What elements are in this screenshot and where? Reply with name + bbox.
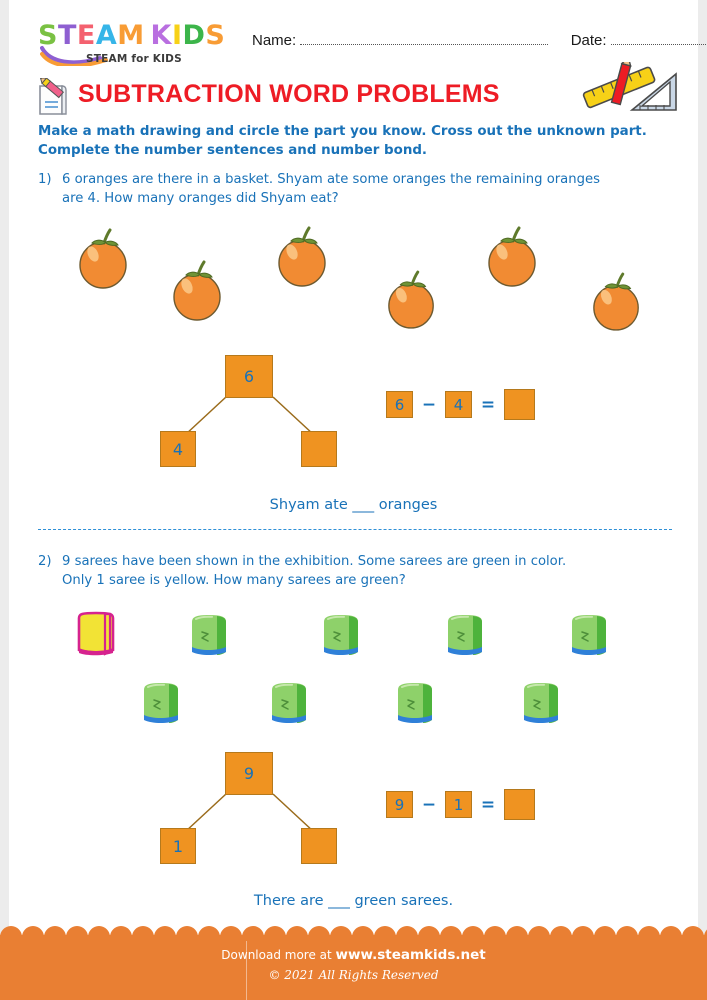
section-divider	[38, 529, 672, 530]
equation-2-minuend-box[interactable]: 9	[386, 791, 413, 818]
logo-letter-3: A	[95, 20, 118, 51]
bond-1-total-box[interactable]: 6	[225, 355, 273, 398]
date-input-line[interactable]	[610, 33, 706, 45]
title-row: SUBTRACTION WORD PROBLEMS	[30, 78, 680, 118]
logo-letter-7: I	[171, 20, 183, 51]
orange-fruit-icon	[170, 260, 226, 327]
logo-letter-8: D	[182, 20, 206, 51]
bond-2-known-part-box[interactable]: 1	[160, 828, 196, 864]
question-1-body: 6 oranges are there in a basket. Shyam a…	[62, 170, 692, 208]
equation-2: 9 − 1 =	[386, 789, 535, 820]
equation-1-answer-box[interactable]	[504, 389, 535, 420]
question-1-line-2: are 4. How many oranges did Shyam eat?	[62, 191, 339, 206]
saree-icon	[268, 678, 312, 733]
question-2-answer-line[interactable]: There are ___ green sarees.	[253, 893, 454, 909]
date-label: Date:	[570, 32, 607, 49]
instruction-line-2: Complete the number sentences and number…	[38, 143, 428, 158]
orange-fruit-icon	[76, 228, 132, 295]
bond-1-known-part-box[interactable]: 4	[160, 431, 196, 467]
page-header: STEAM KIDS STEAM for KIDS Name: Date:	[30, 22, 706, 70]
steam-kids-logo: STEAM KIDS STEAM for KIDS	[38, 22, 228, 70]
equation-2-subtrahend-box[interactable]: 1	[445, 791, 472, 818]
saree-icon	[444, 610, 488, 665]
footer-download-text: Download more at www.steamkids.net	[0, 947, 707, 963]
logo-letter-1: T	[57, 20, 77, 51]
logo-letter-2: E	[76, 20, 96, 51]
question-2-body: 9 sarees have been shown in the exhibiti…	[62, 552, 692, 590]
logo-letter-4: M	[117, 20, 145, 51]
saree-icon-green	[272, 683, 306, 723]
page-edge-right	[698, 0, 707, 1000]
logo-tagline: STEAM for KIDS	[86, 53, 182, 65]
equation-2-equals-sign: =	[480, 794, 496, 815]
orange-fruit-icon	[590, 272, 644, 337]
footer-site-url[interactable]: www.steamkids.net	[335, 947, 486, 963]
equation-1-equals-sign: =	[480, 394, 496, 415]
saree-picture-row-2	[140, 678, 590, 740]
name-label: Name:	[252, 32, 297, 49]
saree-icon-green	[572, 615, 606, 655]
logo-wordmark: STEAM KIDS	[38, 22, 228, 49]
saree-icon-green	[398, 683, 432, 723]
number-bond-2: 9 1	[155, 752, 345, 867]
logo-letter-0: S	[38, 20, 58, 51]
saree-icon	[140, 678, 184, 733]
equation-1-subtrahend-box[interactable]: 4	[445, 391, 472, 418]
equation-1: 6 − 4 =	[386, 389, 535, 420]
equation-1-minuend-box[interactable]: 6	[386, 391, 413, 418]
equation-2-minus-sign: −	[421, 794, 437, 815]
name-input-line[interactable]	[300, 33, 549, 45]
equation-2-answer-box[interactable]	[504, 789, 535, 820]
logo-letter-9: S	[205, 20, 226, 51]
question-1-number: 1)	[38, 172, 52, 187]
name-date-row: Name: Date:	[252, 32, 706, 49]
question-2-line-2: Only 1 saree is yellow. How many sarees …	[62, 573, 406, 588]
saree-icon	[74, 608, 118, 663]
instruction-line-1: Make a math drawing and circle the part …	[38, 124, 647, 139]
footer-download-prefix: Download more at	[221, 948, 332, 962]
saree-icon-green	[524, 683, 558, 723]
ruler-pencil-setsquare-icon	[582, 62, 677, 111]
instructions-block: Make a math drawing and circle the part …	[38, 122, 688, 160]
page-title: SUBTRACTION WORD PROBLEMS	[78, 80, 500, 108]
notepad-pencil-icon	[39, 78, 67, 115]
saree-icon-green	[144, 683, 178, 723]
logo-swoosh-icon	[40, 46, 108, 66]
logo-letter-6: K	[150, 20, 172, 51]
saree-icon-green	[448, 615, 482, 655]
number-bond-2-lines	[184, 793, 315, 833]
page-edge-left	[0, 0, 9, 1000]
saree-icon-green	[324, 615, 358, 655]
bond-1-unknown-part-box[interactable]	[301, 431, 337, 467]
saree-icon	[568, 610, 612, 665]
saree-icon	[320, 610, 364, 665]
question-1-line-1: 6 oranges are there in a basket. Shyam a…	[62, 172, 600, 187]
orange-fruit-icon	[275, 226, 331, 293]
bond-2-unknown-part-box[interactable]	[301, 828, 337, 864]
page-footer: Download more at www.steamkids.net © 202…	[0, 926, 707, 1000]
question-2-number: 2)	[38, 554, 52, 569]
saree-icon-green	[192, 615, 226, 655]
saree-icon	[188, 610, 232, 665]
footer-divider	[246, 941, 247, 1000]
question-1-answer-line[interactable]: Shyam ate ___ oranges	[269, 497, 438, 513]
orange-fruit-icon	[485, 226, 541, 293]
orange-fruit-icon	[385, 270, 439, 335]
scallop-edge	[0, 926, 707, 946]
saree-icon-yellow	[77, 611, 115, 656]
bond-2-total-box[interactable]: 9	[225, 752, 273, 795]
saree-icon	[394, 678, 438, 733]
number-bond-1-lines	[184, 396, 315, 436]
saree-icon	[520, 678, 564, 733]
saree-picture-row-1	[60, 604, 660, 666]
question-2-line-1: 9 sarees have been shown in the exhibiti…	[62, 554, 567, 569]
number-bond-1: 6 4	[155, 355, 345, 470]
equation-1-minus-sign: −	[421, 394, 437, 415]
footer-copyright: © 2021 All Rights Reserved	[268, 968, 439, 982]
orange-picture-row	[60, 222, 660, 337]
